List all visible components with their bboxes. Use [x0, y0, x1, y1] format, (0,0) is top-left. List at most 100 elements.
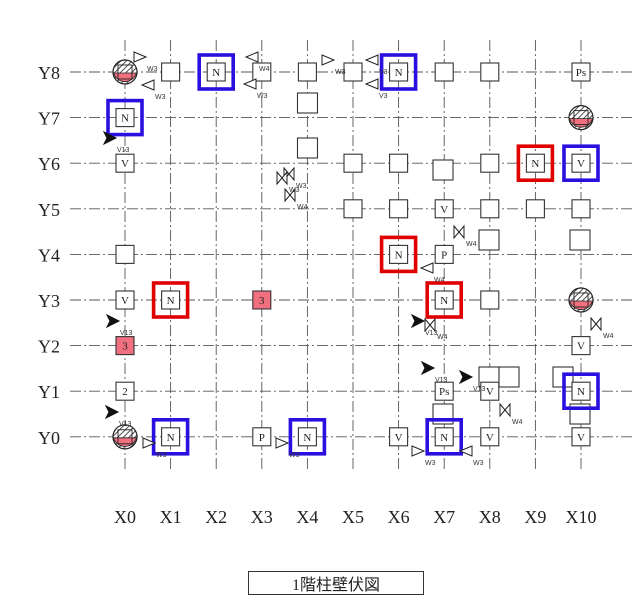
- wall-label: V13: [120, 330, 133, 337]
- column-box: [343, 199, 363, 219]
- column-box: [389, 62, 409, 82]
- wall-symbol-triangle-filled: V13: [420, 360, 448, 384]
- column-box: [115, 336, 135, 356]
- column-x3-y8: [252, 62, 272, 82]
- column-x10-y6: V: [562, 144, 600, 182]
- column-x10-y0: V: [571, 427, 591, 447]
- wall-label: W4: [512, 419, 523, 426]
- wall-label: W4: [297, 204, 308, 211]
- column-x10-y8: Ps: [571, 62, 591, 82]
- x-axis-label-x5: X5: [342, 507, 364, 527]
- column-x7-y1: Ps: [434, 381, 454, 401]
- y-axis-label-y7: Y7: [38, 109, 60, 129]
- wall-symbol-triangle-open: W3: [275, 437, 300, 459]
- x-axis-label-x4: X4: [296, 507, 318, 527]
- column-box: [115, 244, 135, 264]
- drawing-title: 1階柱壁伏図: [248, 571, 424, 595]
- wall-label: W4: [434, 277, 445, 284]
- column-mark: V: [486, 432, 494, 444]
- x-axis-label-x0: X0: [114, 507, 136, 527]
- blue-marker: [379, 53, 418, 91]
- additional-member: [296, 137, 319, 159]
- column-mark: N: [121, 113, 129, 125]
- column-box: [525, 199, 545, 219]
- column-x3-y3: 3: [252, 290, 272, 310]
- column-box: [571, 381, 591, 401]
- column-mark: N: [440, 432, 448, 444]
- red-marker: [151, 281, 190, 319]
- column-mark: V: [395, 432, 403, 444]
- wall-label: W3: [335, 69, 346, 76]
- wall-symbol-triangle-open: V3: [364, 78, 388, 100]
- wall-symbol-triangle-open: W3: [142, 437, 167, 459]
- column-x0-y6: V: [115, 153, 135, 173]
- column-mark: V: [440, 204, 448, 216]
- column-mark: 3: [122, 341, 128, 353]
- grid-lines: [70, 40, 632, 470]
- wall-symbol-bowtie: W3: [276, 170, 300, 194]
- column-mark: N: [303, 432, 311, 444]
- column-x0-y7: N: [106, 98, 144, 137]
- wall-label: W3: [147, 66, 158, 73]
- x-axis-label-x7: X7: [433, 507, 455, 527]
- wall-label: V13: [117, 147, 130, 154]
- column-x10-y1: N: [562, 372, 600, 411]
- y-axis-label-y5: Y5: [38, 200, 60, 220]
- wall-symbol-triangle-filled: V13: [458, 369, 486, 393]
- column-box: [206, 62, 226, 82]
- column-box: [434, 62, 454, 82]
- wall-symbol-triangle-filled: V13: [102, 130, 130, 154]
- column-box: [571, 199, 591, 219]
- wall-symbol-triangle-open: W3: [242, 78, 268, 100]
- wall-label: V13: [425, 330, 438, 337]
- wall-symbol-triangle-open: W4: [244, 51, 270, 73]
- wall-symbol-triangle-open: W3: [133, 51, 158, 73]
- wall-symbol-triangle-open: W3: [321, 54, 346, 76]
- column-box: [297, 427, 317, 447]
- column-mark: N: [167, 295, 175, 307]
- column-box: [480, 290, 500, 310]
- column-box: [571, 427, 591, 447]
- x-axis-label-x2: X2: [205, 507, 227, 527]
- column-x8-y5: [480, 199, 500, 219]
- y-axis-label-y2: Y2: [38, 337, 60, 357]
- blue-marker: [197, 53, 235, 91]
- wall-label: W3: [155, 94, 166, 101]
- column-box: [480, 427, 500, 447]
- column-mark: 3: [259, 295, 265, 307]
- column-x7-y3: N: [425, 281, 464, 319]
- wall-symbol-bowtie: W4: [499, 402, 523, 426]
- column-box: [434, 427, 454, 447]
- wall-label: V13: [435, 377, 448, 384]
- column-box: [115, 290, 135, 310]
- column-x6-y4: N: [379, 235, 418, 274]
- column-x0-y2: 3: [115, 336, 135, 356]
- wall-label: V3: [379, 69, 388, 76]
- column-x1-y8: [161, 62, 181, 82]
- blue-marker: [151, 417, 190, 456]
- column-mark: V: [486, 386, 494, 398]
- wall-label: W4: [437, 334, 448, 341]
- column-mark: N: [395, 67, 403, 79]
- wall-symbol-triangle-open: W3: [458, 445, 484, 467]
- x-axis-label-x10: X10: [566, 507, 597, 527]
- blue-marker: [562, 144, 600, 182]
- wall-symbol-bowtie: W4: [284, 187, 308, 211]
- column-box: [115, 108, 135, 128]
- x-axis-label-x6: X6: [388, 507, 410, 527]
- column-mark: V: [577, 158, 585, 170]
- column-x0-y3: V: [115, 290, 135, 310]
- wall-symbol-triangle-open: V3: [364, 54, 388, 76]
- column-x5-y5: [343, 199, 363, 219]
- blue-marker: [288, 417, 327, 456]
- column-mark: N: [531, 158, 539, 170]
- y-axis-label-y8: Y8: [38, 63, 60, 83]
- column-box: [434, 244, 454, 264]
- column-box: [389, 153, 409, 173]
- column-box: [434, 381, 454, 401]
- column-box: [343, 153, 363, 173]
- column-mark: V: [121, 295, 129, 307]
- column-x6-y8: N: [379, 53, 418, 91]
